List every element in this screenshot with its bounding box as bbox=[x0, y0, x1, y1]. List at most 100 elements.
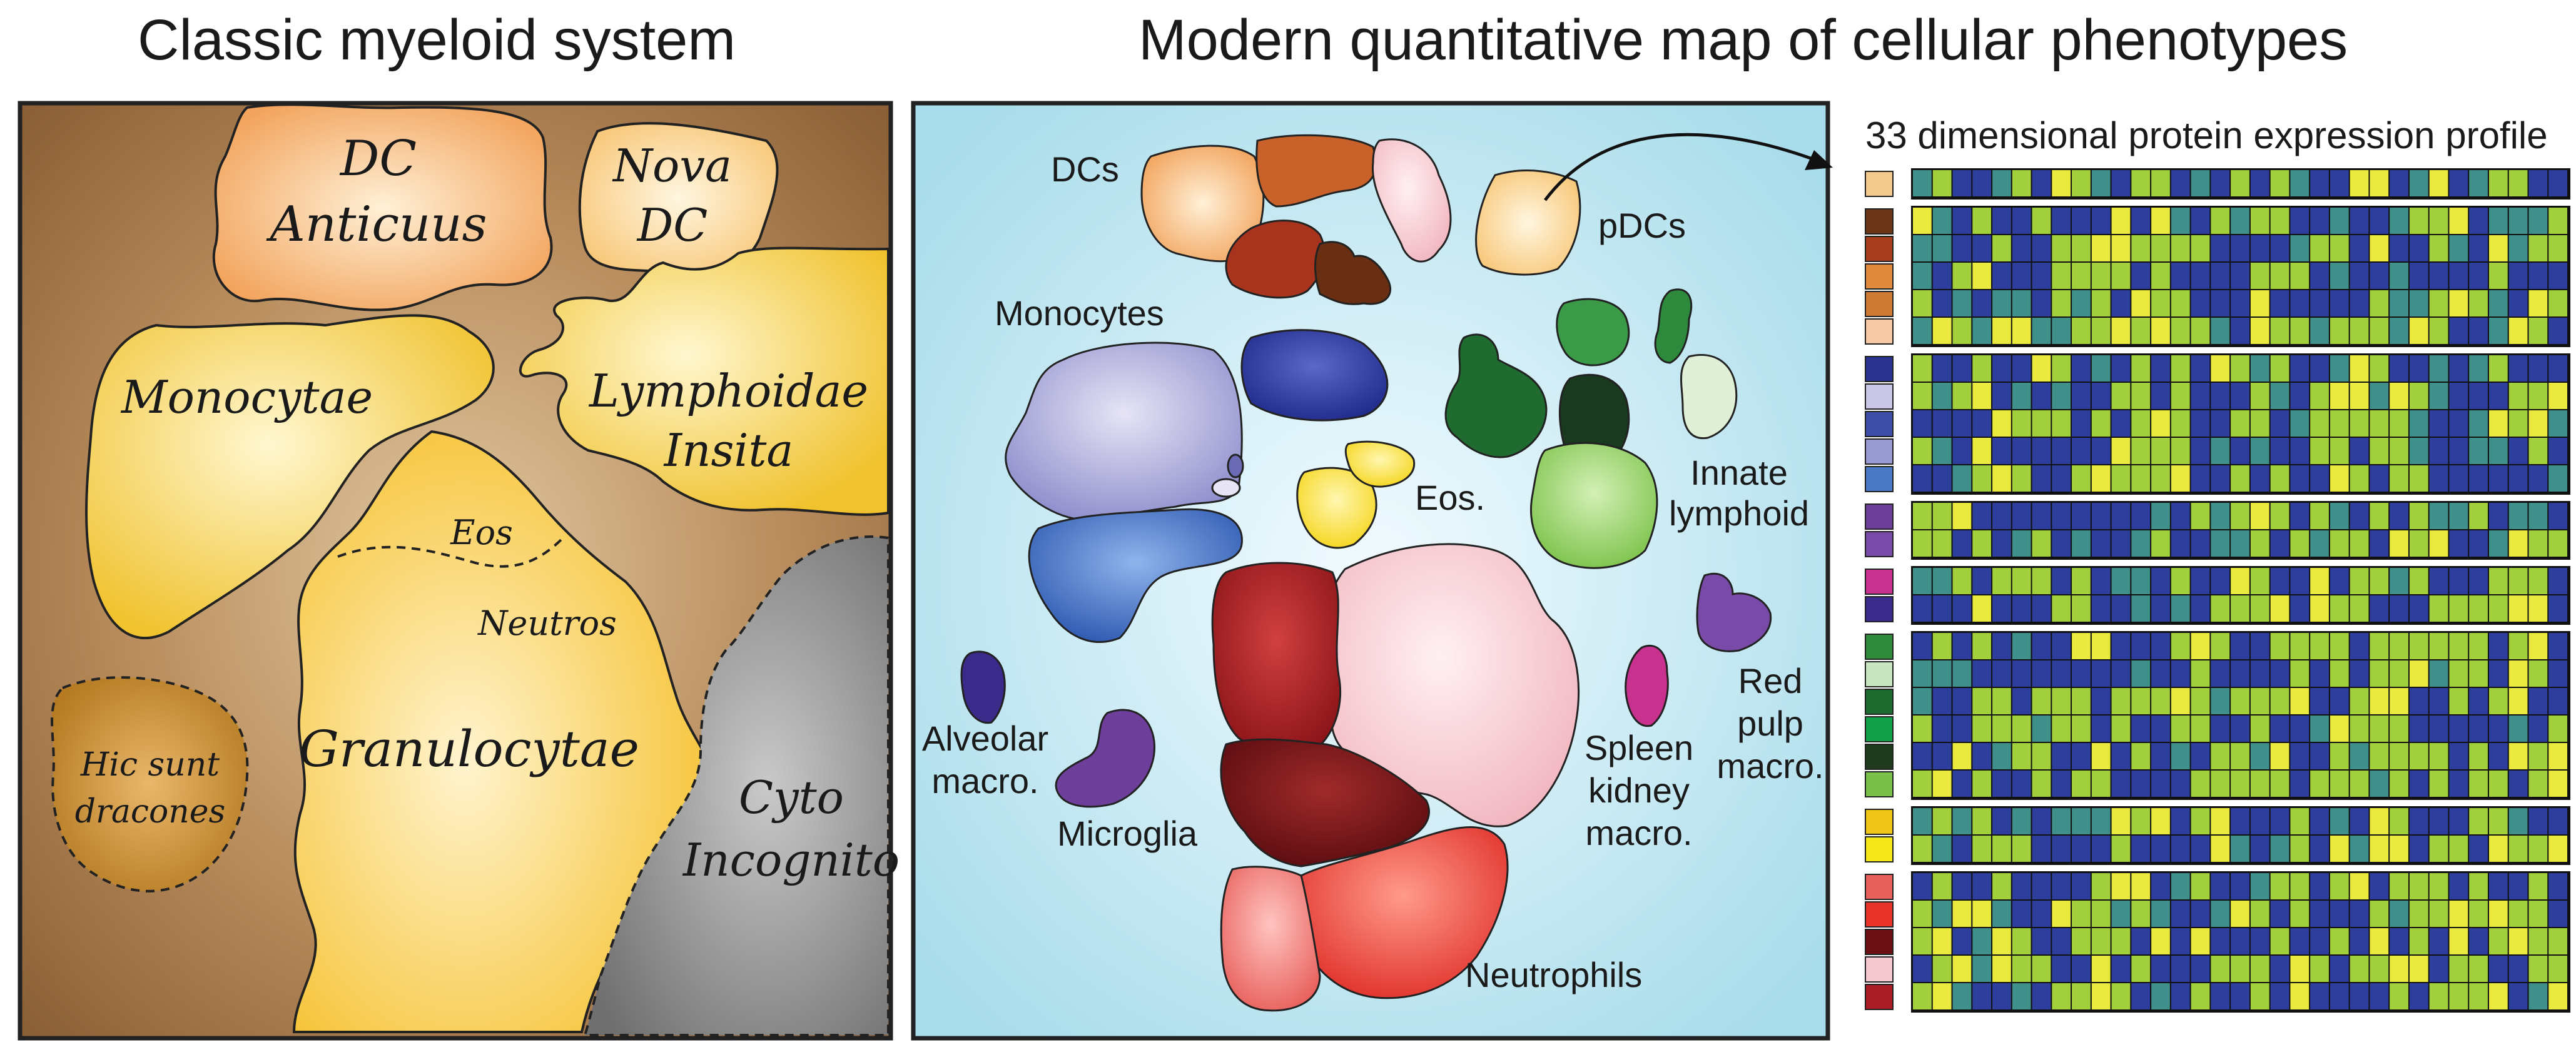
heatmap-cell bbox=[2390, 901, 2408, 927]
heatmap-cell bbox=[2072, 318, 2091, 344]
heatmap-cell bbox=[2430, 836, 2448, 862]
cluster-color-swatch bbox=[1865, 744, 1893, 769]
cluster-color-swatch bbox=[1865, 874, 1893, 899]
heatmap-cell bbox=[2092, 290, 2111, 316]
heatmap-cell bbox=[2509, 716, 2528, 742]
heatmap-cell bbox=[2052, 808, 2071, 834]
heatmap-cell bbox=[1992, 318, 2011, 344]
heatmap-cell bbox=[2092, 836, 2111, 862]
heatmap-cell bbox=[2370, 956, 2388, 982]
heatmap-cell bbox=[2012, 633, 2031, 659]
heatmap-cell bbox=[2528, 743, 2547, 769]
heatmap-cell bbox=[2251, 771, 2269, 797]
heatmap-cell bbox=[2410, 928, 2428, 954]
heatmap-cell bbox=[2430, 660, 2448, 687]
heatmap-cell bbox=[2072, 383, 2091, 409]
heatmap-cell bbox=[2548, 716, 2567, 742]
heatmap-cell bbox=[2231, 208, 2249, 234]
heatmap-cell bbox=[2052, 716, 2071, 742]
heatmap-cell bbox=[1953, 568, 1972, 594]
heatmap-cell bbox=[2489, 688, 2508, 714]
heatmap-cell bbox=[2012, 410, 2031, 437]
heatmap-cell bbox=[2131, 928, 2150, 954]
heatmap-cell bbox=[2410, 808, 2428, 834]
heatmap-cell bbox=[2489, 355, 2508, 382]
heatmap-cell bbox=[2310, 438, 2329, 464]
heatmap-cell bbox=[2271, 771, 2289, 797]
heatmap-cell bbox=[2092, 355, 2111, 382]
heatmap-cell bbox=[2509, 235, 2528, 261]
heatmap-cell bbox=[2092, 318, 2111, 344]
cluster-color-swatch bbox=[1865, 772, 1893, 797]
heatmap-cell bbox=[2528, 235, 2547, 261]
heatmap-cell bbox=[2052, 438, 2071, 464]
heatmap-cell bbox=[2032, 660, 2051, 687]
heatmap-cell bbox=[2410, 836, 2428, 862]
heatmap-cell bbox=[2211, 660, 2229, 687]
heatmap-cell bbox=[1992, 716, 2011, 742]
cluster-color-swatch bbox=[1865, 662, 1893, 687]
heatmap-cell bbox=[2191, 873, 2210, 899]
heatmap-cell bbox=[2271, 743, 2289, 769]
heatmap-cell bbox=[2211, 355, 2229, 382]
heatmap-cell bbox=[2151, 836, 2170, 862]
label-red-pulp-3: macro. bbox=[1716, 746, 1823, 786]
heatmap-cell bbox=[1953, 873, 1972, 899]
heatmap-cell bbox=[2251, 873, 2269, 899]
heatmap-cell bbox=[2430, 568, 2448, 594]
heatmap-cell bbox=[2430, 290, 2448, 316]
heatmap-cell bbox=[2052, 355, 2071, 382]
heatmap-cell bbox=[2032, 743, 2051, 769]
heatmap-cell bbox=[2350, 873, 2369, 899]
heatmap-cell bbox=[2012, 743, 2031, 769]
heatmap-cell bbox=[2330, 503, 2349, 529]
heatmap-cell bbox=[2410, 530, 2428, 557]
heatmap-cell bbox=[2251, 318, 2269, 344]
heatmap-cell bbox=[2528, 465, 2547, 492]
heatmap-cell bbox=[2131, 836, 2150, 862]
heatmap-cell bbox=[1933, 660, 1952, 687]
heatmap-cell bbox=[2072, 208, 2091, 234]
heatmap-cell bbox=[1972, 503, 1991, 529]
heatmap-cell bbox=[2489, 208, 2508, 234]
heatmap-cell bbox=[2251, 808, 2269, 834]
heatmap-cell bbox=[1992, 208, 2011, 234]
heatmap-cell bbox=[2171, 438, 2190, 464]
heatmap-cell bbox=[2528, 438, 2547, 464]
heatmap-cell bbox=[2370, 688, 2388, 714]
heatmap-cell bbox=[2092, 716, 2111, 742]
heatmap-cell bbox=[1992, 465, 2011, 492]
heatmap-cell bbox=[2191, 355, 2210, 382]
heatmap-cell bbox=[2390, 633, 2408, 659]
heatmap-cell bbox=[2191, 530, 2210, 557]
heatmap-cell bbox=[2271, 263, 2289, 289]
heatmap-cell bbox=[2191, 170, 2210, 196]
heatmap-cell bbox=[1992, 771, 2011, 797]
heatmap-cell bbox=[2271, 383, 2289, 409]
heatmap-cell bbox=[2350, 595, 2369, 622]
heatmap-cell bbox=[2489, 743, 2508, 769]
heatmap-cell bbox=[2171, 465, 2190, 492]
heatmap-cell bbox=[2271, 355, 2289, 382]
heatmap-cell bbox=[2211, 170, 2229, 196]
heatmap-cell bbox=[2310, 503, 2329, 529]
heatmap-cell bbox=[2548, 235, 2567, 261]
heatmap-cell bbox=[2548, 808, 2567, 834]
heatmap-cell bbox=[2052, 983, 2071, 1009]
heatmap-cell bbox=[2290, 983, 2309, 1009]
heatmap-cell bbox=[2449, 873, 2468, 899]
heatmap-cell bbox=[2131, 355, 2150, 382]
heatmap-cell bbox=[2211, 743, 2229, 769]
label-granulocytae: Granulocytae bbox=[299, 720, 639, 778]
heatmap-cell bbox=[2151, 595, 2170, 622]
heatmap-cell bbox=[2290, 355, 2309, 382]
heatmap-cell bbox=[2052, 465, 2071, 492]
heatmap-cell bbox=[1933, 901, 1952, 927]
heatmap-cell bbox=[2032, 771, 2051, 797]
heatmap-cell bbox=[2290, 465, 2309, 492]
heatmap-cell bbox=[2211, 928, 2229, 954]
heatmap-cell bbox=[2271, 290, 2289, 316]
heatmap-cell bbox=[2271, 808, 2289, 834]
label-spleen-3: macro. bbox=[1585, 813, 1692, 852]
heatmap-cell bbox=[2350, 743, 2369, 769]
